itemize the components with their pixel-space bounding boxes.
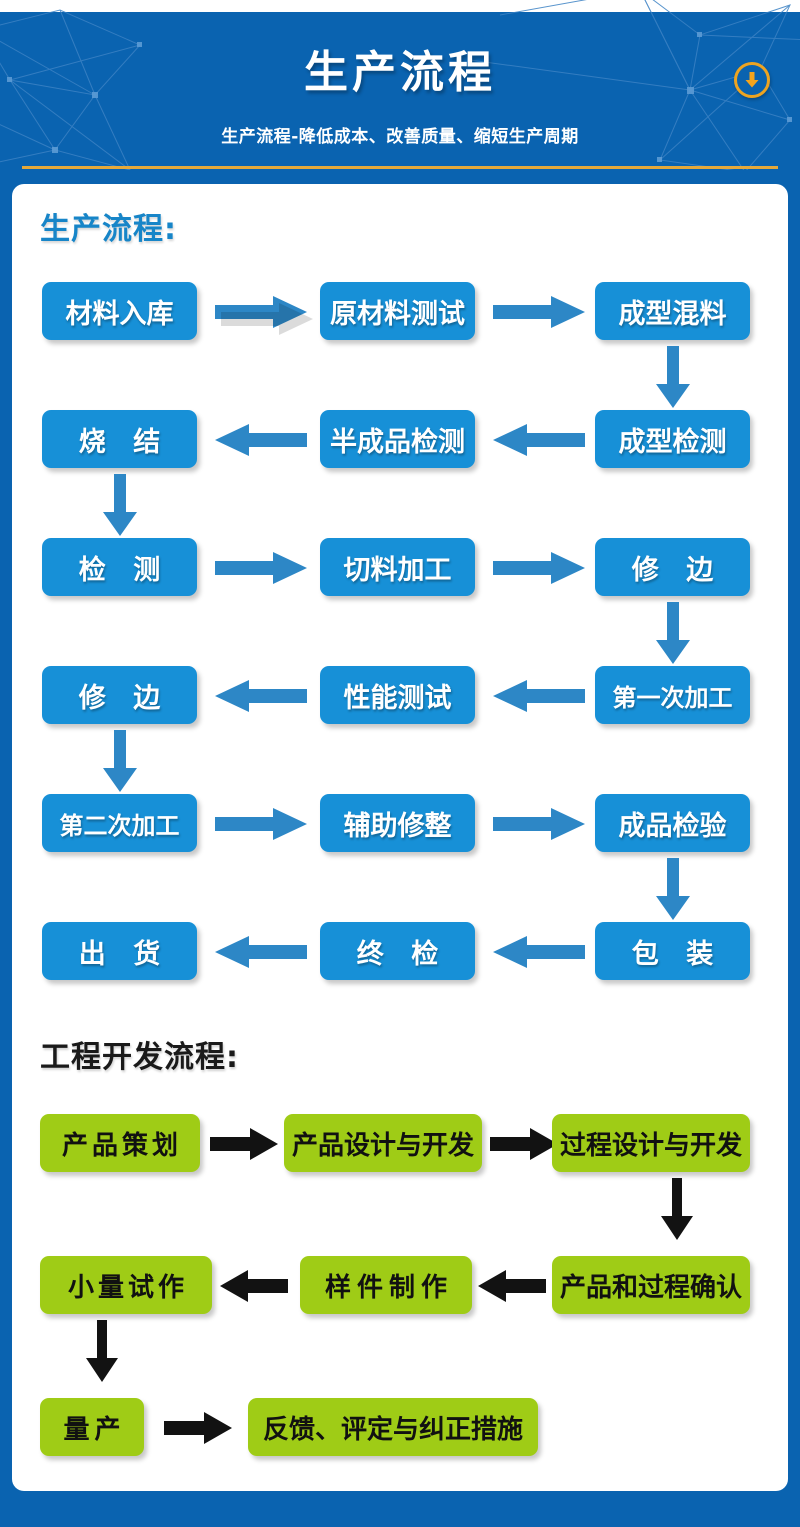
node-first-machining[interactable]: 第一次加工: [595, 666, 750, 724]
node-small-batch-trial[interactable]: 小量试作: [40, 1256, 212, 1314]
arrow-right-2: [493, 296, 593, 328]
node-product-process-validation[interactable]: 产品和过程确认: [552, 1256, 750, 1314]
arrow-right-1: [215, 296, 315, 335]
node-trimming-2[interactable]: 修 边: [42, 666, 197, 724]
page-header: 生产流程 生产流程-降低成本、改善质量、缩短生产周期: [0, 0, 800, 172]
arrow-down-3: [656, 602, 690, 664]
page-title: 生产流程: [304, 47, 496, 98]
section-title-engineering: 工程开发流程:: [40, 1040, 239, 1075]
arrow-left-4: [215, 680, 315, 712]
node-final-check[interactable]: 终 检: [320, 922, 475, 980]
arrow-right-g2: [490, 1128, 562, 1160]
node-forming-mix[interactable]: 成型混料: [595, 282, 750, 340]
node-cutting-process[interactable]: 切料加工: [320, 538, 475, 596]
arrow-left-g1: [478, 1270, 550, 1302]
node-inspection[interactable]: 检 测: [42, 538, 197, 596]
node-auxiliary-trim[interactable]: 辅助修整: [320, 794, 475, 852]
node-sample-making[interactable]: 样件制作: [300, 1256, 472, 1314]
arrow-down-g1: [661, 1178, 693, 1240]
node-semifinished-inspection[interactable]: 半成品检测: [320, 410, 475, 468]
header-gold-divider: [22, 166, 778, 169]
arrow-down-g2: [86, 1320, 118, 1382]
node-performance-test[interactable]: 性能测试: [320, 666, 475, 724]
arrow-left-2: [215, 424, 315, 456]
arrow-down-4: [103, 730, 137, 792]
download-arrow-icon[interactable]: [734, 62, 770, 98]
arrow-left-5: [493, 936, 593, 968]
arrow-right-6: [493, 808, 593, 840]
node-trimming-1[interactable]: 修 边: [595, 538, 750, 596]
arrow-right-4: [493, 552, 593, 584]
node-product-design-development[interactable]: 产品设计与开发: [284, 1114, 482, 1172]
section-title-production: 生产流程:: [40, 212, 177, 247]
node-final-product-inspection[interactable]: 成品检验: [595, 794, 750, 852]
arrow-left-3: [493, 680, 593, 712]
content-card: 生产流程: 材料入库 原材料测试 成型混料 成型检测: [12, 184, 788, 1491]
arrow-left-g2: [220, 1270, 292, 1302]
arrow-right-3: [215, 552, 315, 584]
node-sintering[interactable]: 烧 结: [42, 410, 197, 468]
node-feedback-assessment-corrective[interactable]: 反馈、评定与纠正措施: [248, 1398, 538, 1456]
arrow-right-g3: [164, 1412, 236, 1444]
node-packaging[interactable]: 包 装: [595, 922, 750, 980]
arrow-down-2: [103, 474, 137, 536]
node-shipping[interactable]: 出 货: [42, 922, 197, 980]
node-second-machining[interactable]: 第二次加工: [42, 794, 197, 852]
node-material-inbound[interactable]: 材料入库: [42, 282, 197, 340]
node-mass-production[interactable]: 量产: [40, 1398, 144, 1456]
arrow-right-5: [215, 808, 315, 840]
arrow-down-1: [656, 346, 690, 408]
node-product-planning[interactable]: 产品策划: [40, 1114, 200, 1172]
node-forming-inspection[interactable]: 成型检测: [595, 410, 750, 468]
arrow-left-1: [493, 424, 593, 456]
arrow-down-5: [656, 858, 690, 920]
page-subtitle: 生产流程-降低成本、改善质量、缩短生产周期: [221, 127, 579, 147]
arrow-left-6: [215, 936, 315, 968]
arrow-right-g1: [210, 1128, 282, 1160]
node-raw-material-test[interactable]: 原材料测试: [320, 282, 475, 340]
node-process-design-development[interactable]: 过程设计与开发: [552, 1114, 750, 1172]
